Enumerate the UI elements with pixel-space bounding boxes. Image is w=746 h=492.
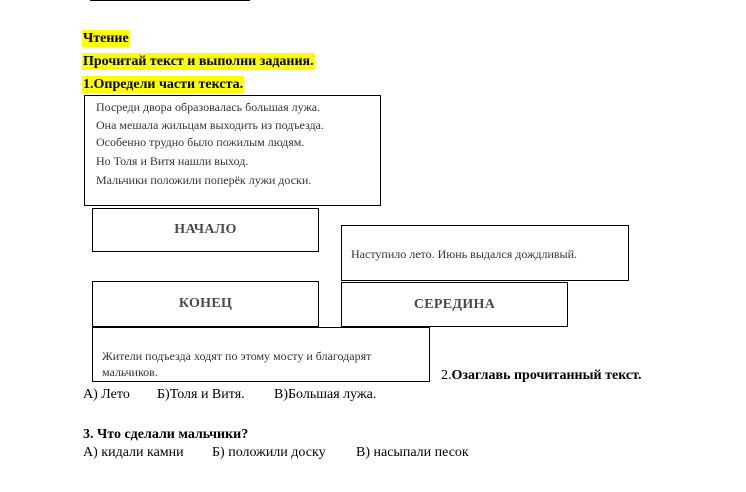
middle-label-box: СЕРЕДИНА (341, 282, 568, 327)
task3-answer-b: Б) положили доску (212, 445, 326, 460)
story-line: Она мешала жильцам выходить из подъезда. (96, 118, 324, 132)
residents-text: Жители подъезда ходят по этому мосту и б… (102, 349, 372, 379)
story-line: Мальчики положили поперёк лужи доски. (96, 173, 312, 187)
summer-text-box: Наступило лето. Июнь выдался дождливый. (341, 225, 629, 281)
story-line: Особенно трудно было пожилым людям. (96, 135, 305, 149)
summer-text: Наступило лето. Июнь выдался дождливый. (351, 247, 578, 261)
top-rule (90, 0, 250, 1)
middle-label: СЕРЕДИНА (413, 296, 496, 312)
story-line: Но Толя и Витя нашли выход. (96, 154, 249, 168)
task2-answer-c: В)Большая лужа. (274, 387, 377, 402)
task3-answer-a: А) кидали камни (83, 445, 184, 460)
start-label-box: НАЧАЛО (92, 208, 319, 252)
start-label: НАЧАЛО (174, 222, 237, 237)
task2-number: 2. (441, 368, 452, 383)
task2-answer-a: А) Лето (83, 387, 130, 402)
end-label: КОНЕЦ (178, 296, 233, 311)
instruction-heading: Прочитай текст и выполни задания. (82, 53, 315, 70)
task3-answer-c: В) насыпали песок (356, 445, 469, 460)
story-text-box: Посреди двора образовалась большая лужа.… (84, 95, 381, 206)
subject-heading: Чтение (82, 30, 130, 47)
task2-question: Озаглавь прочитанный текст. (451, 368, 642, 383)
task2-heading: 2.Озаглавь прочитанный текст. (441, 368, 641, 384)
task3-heading: 3. Что сделали мальчики? (83, 427, 249, 442)
task2-answer-b: Б)Толя и Витя. (157, 387, 245, 402)
task1-heading: 1.Определи части текста. (82, 76, 245, 93)
end-label-box: КОНЕЦ (92, 281, 319, 327)
story-line: Посреди двора образовалась большая лужа. (96, 100, 321, 114)
residents-text-box: Жители подъезда ходят по этому мосту и б… (92, 327, 430, 382)
